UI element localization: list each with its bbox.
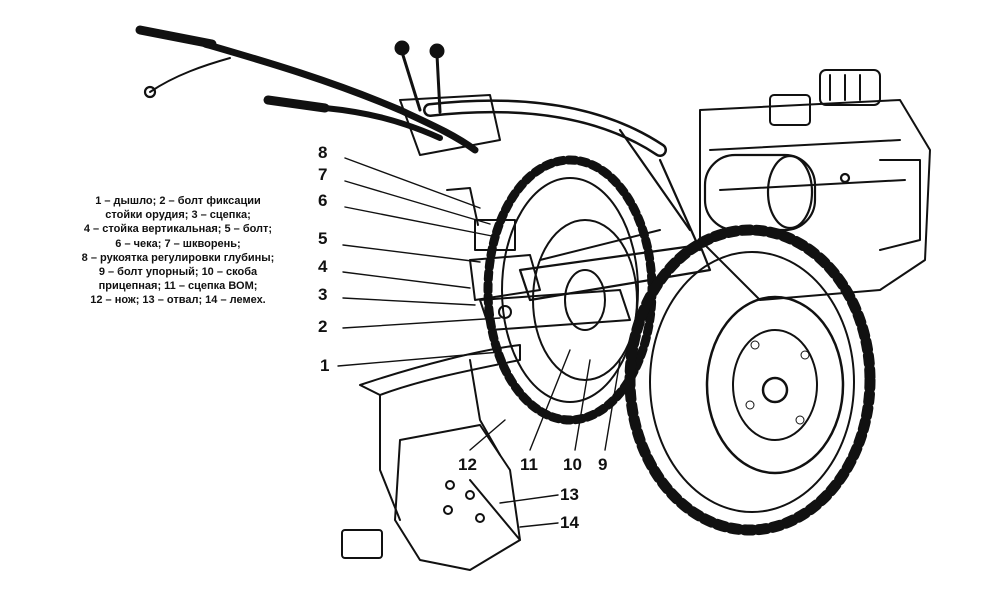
control-levers <box>394 40 501 156</box>
handlebar <box>135 25 667 157</box>
callout-4: 4 <box>318 257 328 276</box>
callout-11: 11 <box>520 455 538 474</box>
frame <box>518 128 712 302</box>
callout-5: 5 <box>318 229 327 248</box>
callout-10: 10 <box>563 455 582 474</box>
callout-12: 12 <box>458 455 477 474</box>
legend-line: прицепная; 11 – сцепка ВОМ; <box>98 280 258 293</box>
legend-line: 6 – чека; 7 – шкворень; <box>115 237 241 250</box>
callout-1: 1 <box>320 356 329 375</box>
callout-2: 2 <box>318 317 327 336</box>
callout-14: 14 <box>560 513 579 532</box>
callout-9: 9 <box>598 455 607 474</box>
callout-6: 6 <box>318 191 327 210</box>
callout-13: 13 <box>560 485 579 504</box>
legend-line: 12 – нож; 13 – отвал; 14 – лемех. <box>90 294 266 307</box>
parts-legend: 1 – дышло; 2 – болт фиксации стойки оруд… <box>62 194 294 308</box>
right-wheel <box>624 224 876 536</box>
callout-3: 3 <box>318 285 327 304</box>
legend-line: 1 – дышло; 2 – болт фиксации <box>95 195 261 207</box>
hitch-assembly <box>446 187 661 331</box>
callout-8: 8 <box>318 143 327 162</box>
legend-line: 8 – рукоятка регулировки глубины; <box>81 251 275 264</box>
plough <box>341 344 521 571</box>
legend-line: 4 – стойка вертикальная; 5 – болт; <box>83 223 273 236</box>
callout-labels: 8 7 6 5 4 3 2 1 12 11 10 9 13 14 <box>318 143 607 532</box>
engine-block <box>699 69 931 301</box>
legend-line: 9 – болт упорный; 10 – скоба <box>98 266 258 279</box>
leader-lines <box>337 157 621 528</box>
callout-7: 7 <box>318 165 327 184</box>
fuel-tank <box>703 153 851 232</box>
legend-line: стойки орудия; 3 – сцепка; <box>105 209 251 222</box>
